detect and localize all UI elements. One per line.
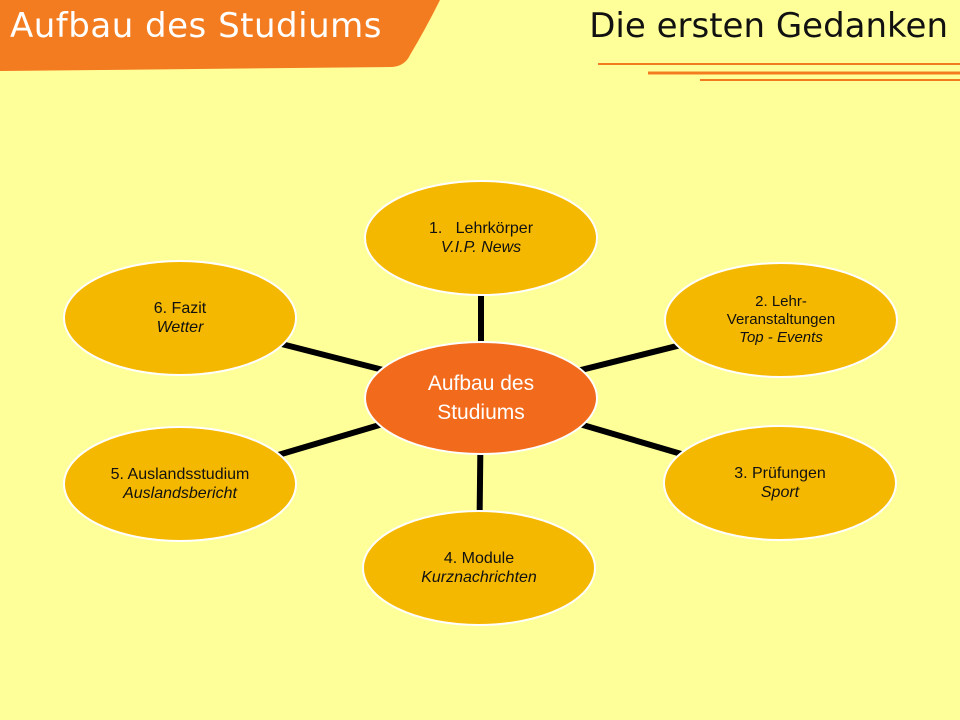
node-auslandsstudium-subtitle: Auslandsbericht	[123, 485, 237, 502]
center-node-shape	[364, 341, 598, 455]
node-lehrveranstaltungen-subtitle: Top - Events	[739, 329, 823, 346]
center-node: Aufbau des Studiums	[365, 342, 597, 454]
node-module-title: 4. Module	[443, 549, 515, 567]
center-node-line2: Studiums	[437, 401, 525, 424]
node-shape-lehrveranstaltungen	[664, 262, 898, 378]
node-shape-fazit	[63, 260, 297, 376]
node-lehrkoerper: 1. Lehrkörper V.I.P. News	[365, 181, 597, 295]
node-lehrveranstaltungen-title-cont: Veranstaltungen	[726, 311, 836, 328]
node-module-subtitle: Kurznachrichten	[421, 569, 537, 586]
node-pruefungen-title: 3. Prüfungen	[734, 464, 826, 482]
node-shape-lehrkoerper	[364, 180, 598, 296]
node-fazit: 6. Fazit Wetter	[64, 261, 296, 375]
node-lehrveranstaltungen-title: 2. Lehr-	[755, 293, 807, 310]
node-lehrkoerper-title: 1. Lehrkörper	[428, 219, 534, 237]
header-tab-shape	[0, 0, 440, 71]
node-auslandsstudium: 5. Auslandsstudium Auslandsbericht	[64, 427, 296, 541]
node-fazit-title: 6. Fazit	[153, 299, 207, 317]
node-shape-module	[362, 510, 596, 626]
node-pruefungen: 3. Prüfungen Sport	[664, 426, 896, 540]
title-underline-decoration	[598, 63, 960, 81]
node-shape-auslandsstudium	[63, 426, 297, 542]
center-node-line1: Aufbau des	[427, 371, 535, 395]
node-shape-pruefungen	[663, 425, 897, 541]
section-title: Aufbau des Studiums	[10, 6, 382, 46]
node-lehrveranstaltungen: 2. Lehr- Veranstaltungen Top - Events	[665, 263, 897, 377]
node-auslandsstudium-title: 5. Auslandsstudium	[110, 465, 250, 483]
node-module: 4. Module Kurznachrichten	[363, 511, 595, 625]
node-fazit-subtitle: Wetter	[156, 319, 204, 336]
slide-title: Die ersten Gedanken	[589, 6, 948, 46]
node-lehrkoerper-subtitle: V.I.P. News	[440, 239, 522, 256]
node-pruefungen-subtitle: Sport	[760, 484, 800, 501]
